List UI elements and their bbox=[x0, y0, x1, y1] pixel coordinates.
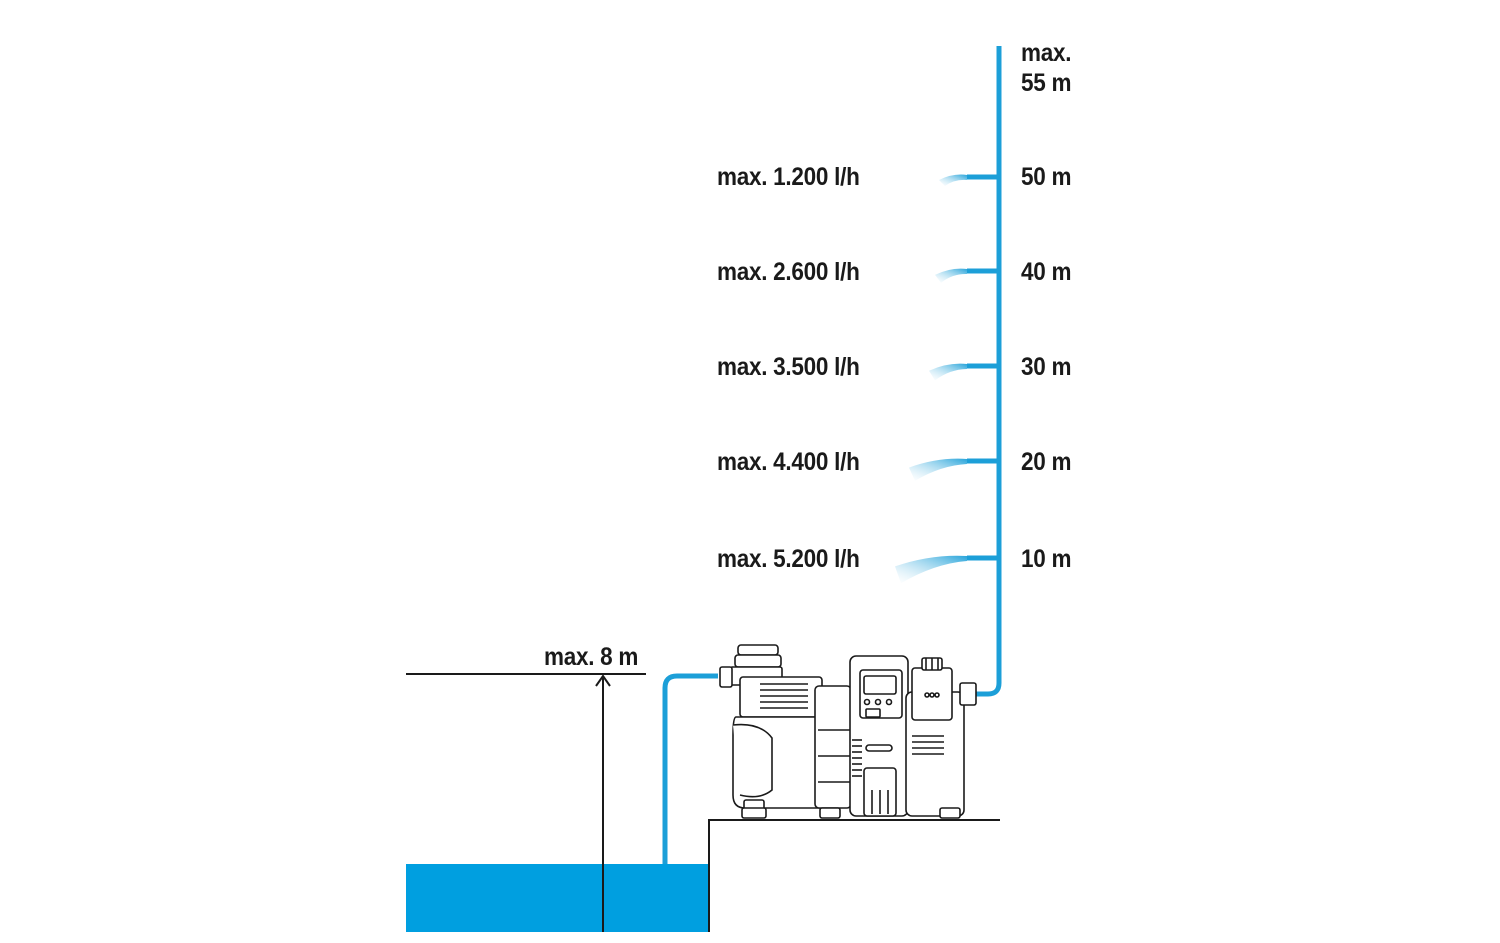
ground-ledge bbox=[708, 819, 1000, 932]
flow-rate-label: max. 3.500 l/h bbox=[717, 353, 860, 381]
water-spray bbox=[895, 555, 967, 584]
flow-rate-label: max. 4.400 l/h bbox=[717, 448, 860, 476]
water-reservoir bbox=[406, 864, 709, 932]
height-label: 30 m bbox=[1021, 353, 1072, 381]
suction-height-label: max. 8 m bbox=[544, 643, 639, 671]
height-label: 40 m bbox=[1021, 258, 1072, 286]
water-spray bbox=[935, 268, 967, 283]
garden-pump-icon bbox=[719, 644, 977, 819]
height-label: 50 m bbox=[1021, 163, 1072, 191]
height-label: 20 m bbox=[1021, 448, 1072, 476]
max-delivery-height-line2: 55 m bbox=[1021, 69, 1072, 97]
water-spray bbox=[939, 174, 967, 186]
outlet-taps bbox=[895, 174, 999, 584]
flow-rate-label: max. 5.200 l/h bbox=[717, 545, 860, 573]
flow-rate-label: max. 1.200 l/h bbox=[717, 163, 860, 191]
height-label: 10 m bbox=[1021, 545, 1072, 573]
suction-arrow-head bbox=[595, 674, 611, 687]
max-delivery-height-line1: max. bbox=[1021, 39, 1072, 67]
flow-rate-label: max. 2.600 l/h bbox=[717, 258, 860, 286]
suction-pipe bbox=[662, 673, 718, 864]
water-spray bbox=[929, 363, 967, 381]
water-spray bbox=[909, 458, 967, 481]
max-delivery-height-label: max. 55 m bbox=[1021, 38, 1071, 98]
delivery-pipe bbox=[976, 46, 1002, 697]
